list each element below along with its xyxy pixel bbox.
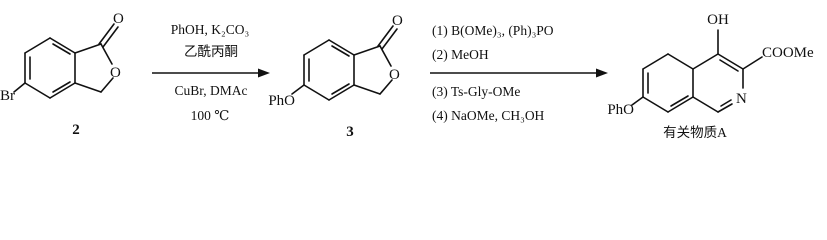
compound-3-bonds [291,25,398,101]
compound-2-bonds [13,23,119,99]
product-a-label: 有关物质A [663,125,727,140]
compound-2-bromo: Br [0,88,15,104]
product-a-phenoxy: PhO [607,102,634,118]
product-a-hydroxyl: OH [707,12,729,28]
compound-2: O O Br 2 [0,11,124,138]
step-2-base: (4) NaOMe, CH₃OH [432,108,545,123]
compound-2-carbonyl-oxygen: O [113,11,124,27]
step-1-ligand: 乙酰丙酮 [184,44,238,59]
step-1-reagents: PhOH, K₂CO₃ [171,22,250,37]
compound-3-phenoxy: PhO [268,93,295,109]
step-1-temperature: 100 ℃ [191,108,230,123]
step-2-methanol: (2) MeOH [432,47,489,62]
product-a: OH COOMe N PhO 有关物质A [607,12,814,140]
reaction-step-1: PhOH, K₂CO₃ 乙酰丙酮 CuBr, DMAc 100 ℃ [152,22,270,123]
product-a-bonds [631,29,763,113]
compound-3-ring-oxygen: O [389,67,400,83]
reaction-step-2: (1) B(OMe)₃, (Ph)₃PO (2) MeOH (3) Ts-Gly… [430,23,608,123]
reaction-scheme: O O Br 2 PhOH, K₂CO₃ 乙酰丙酮 CuBr, DMAc 100… [0,11,814,140]
product-a-methyl-ester: COOMe [762,45,814,61]
compound-2-ring-oxygen: O [110,65,121,81]
product-a-ring-nitrogen: N [736,91,747,107]
compound-3: O O PhO 3 [268,13,403,140]
step-1-catalyst-solvent: CuBr, DMAc [175,83,248,98]
compound-2-label: 2 [72,122,80,138]
compound-3-carbonyl-oxygen: O [392,13,403,29]
reaction-arrow-1-head [258,68,270,78]
reaction-arrow-2-head [596,68,608,78]
compound-3-label: 3 [346,124,354,140]
step-2-glycinate: (3) Ts-Gly-OMe [432,84,520,99]
step-2-borylation: (1) B(OMe)₃, (Ph)₃PO [432,23,554,38]
